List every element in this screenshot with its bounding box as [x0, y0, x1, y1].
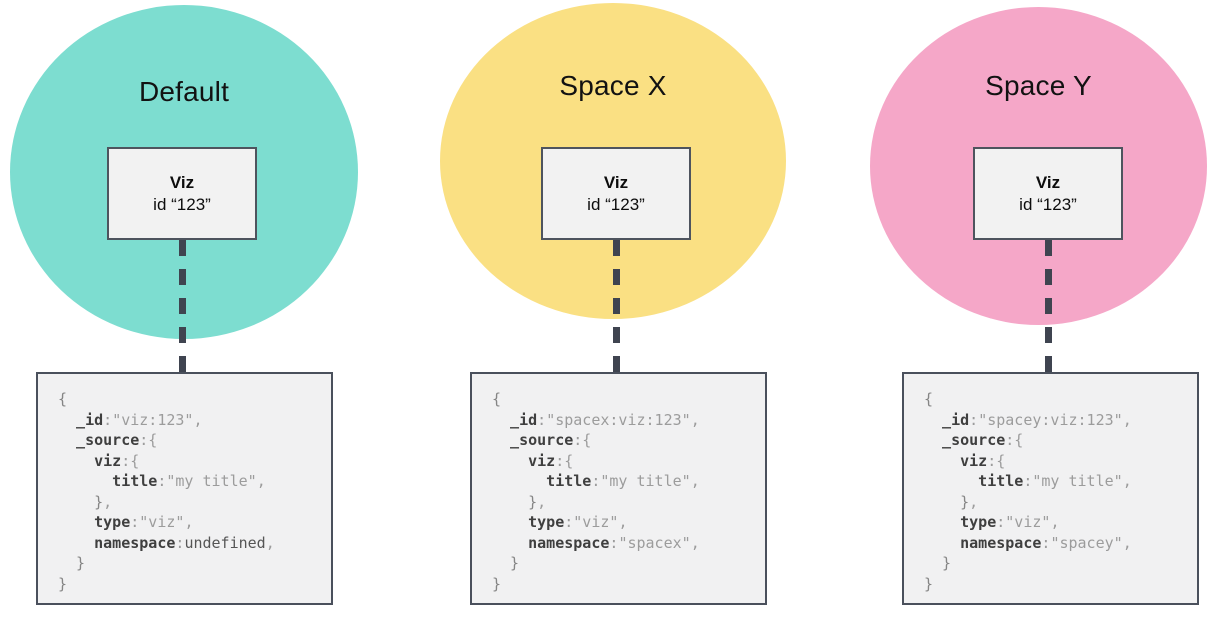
code-line: _id:"viz:123",: [58, 410, 203, 429]
code-line: namespace:undefined,: [58, 533, 275, 552]
code-line: _source:{: [492, 431, 592, 449]
code-line: },: [492, 492, 547, 511]
code-line: title:"my title",: [492, 472, 700, 490]
code-line: }: [924, 574, 934, 593]
viz-card-spacey: Viz id “123”: [973, 147, 1123, 240]
viz-card-title: Viz: [603, 172, 629, 192]
dashed-connector-spacex: [613, 240, 620, 375]
code-line: }: [58, 554, 86, 572]
code-line: type:"viz",: [924, 513, 1060, 531]
code-line: {: [58, 390, 68, 408]
space-title-spacey: Space Y: [985, 70, 1092, 101]
space-title-spacex: Space X: [559, 70, 667, 101]
viz-card-title: Viz: [1035, 172, 1061, 192]
code-line: }: [492, 574, 502, 593]
viz-card-default: Viz id “123”: [107, 147, 257, 240]
space-title-default: Default: [138, 76, 230, 107]
code-line: _source:{: [58, 431, 158, 449]
saved-object-code-spacex: { _id:"spacex:viz:123", _source:{ viz:{ …: [470, 372, 767, 605]
code-line: viz:{: [924, 451, 1006, 470]
code-line: namespace:"spacey",: [924, 533, 1132, 552]
dashed-connector-spacey: [1045, 240, 1052, 375]
viz-card-title: Viz: [169, 172, 195, 192]
code-line: },: [924, 492, 979, 511]
code-line: },: [58, 492, 113, 511]
code-line: }: [924, 554, 952, 572]
code-line: _id:"spacex:viz:123",: [492, 410, 700, 429]
viz-card-id: id “123”: [587, 194, 645, 214]
code-line: }: [58, 574, 68, 593]
saved-object-code-spacey: { _id:"spacey:viz:123", _source:{ viz:{ …: [902, 372, 1199, 605]
code-line: }: [492, 554, 520, 572]
code-line: viz:{: [492, 451, 574, 470]
code-line: namespace:"spacex",: [492, 533, 700, 552]
code-line: title:"my title",: [924, 472, 1132, 490]
dashed-connector-default: [179, 240, 186, 375]
code-line: {: [924, 390, 934, 408]
viz-card-spacex: Viz id “123”: [541, 147, 691, 240]
code-line: title:"my title",: [58, 472, 266, 490]
code-line: _id:"spacey:viz:123",: [924, 410, 1132, 429]
code-line: type:"viz",: [58, 513, 194, 531]
code-line: _source:{: [924, 431, 1024, 449]
viz-card-id: id “123”: [153, 194, 211, 214]
saved-object-code-default: { _id:"viz:123", _source:{ viz:{ title:"…: [36, 372, 333, 605]
code-line: viz:{: [58, 451, 140, 470]
viz-card-id: id “123”: [1019, 194, 1077, 214]
code-line: type:"viz",: [492, 513, 628, 531]
code-line: {: [492, 390, 502, 408]
